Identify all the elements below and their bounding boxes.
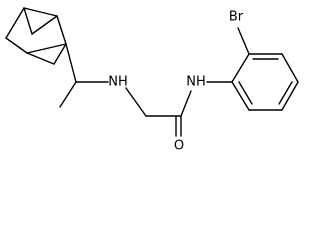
benzene-ring	[231, 53, 299, 111]
bond	[125, 87, 147, 117]
bond	[56, 15, 67, 45]
molecule-structure-diagram: NH NH O Br	[5, 7, 299, 154]
amide-nh-label: NH	[186, 75, 206, 90]
bond	[278, 81, 293, 105]
bond	[26, 52, 55, 65]
bond	[59, 81, 77, 108]
amine-nh-label: NH	[108, 75, 128, 90]
bond	[53, 43, 67, 65]
bond	[281, 53, 299, 83]
oxygen-label: O	[174, 139, 184, 154]
bond	[180, 90, 192, 117]
bond	[23, 7, 33, 35]
bond	[231, 81, 250, 111]
bond	[231, 53, 250, 83]
norbornane-cage	[5, 7, 67, 65]
bond	[5, 37, 28, 54]
bond	[65, 43, 77, 83]
bond	[237, 27, 250, 55]
bromine-label: Br	[229, 10, 244, 25]
bond	[5, 7, 25, 39]
bond	[238, 81, 253, 105]
bond	[31, 15, 58, 35]
bond	[26, 43, 67, 54]
bond	[281, 81, 299, 111]
bond	[23, 7, 58, 17]
